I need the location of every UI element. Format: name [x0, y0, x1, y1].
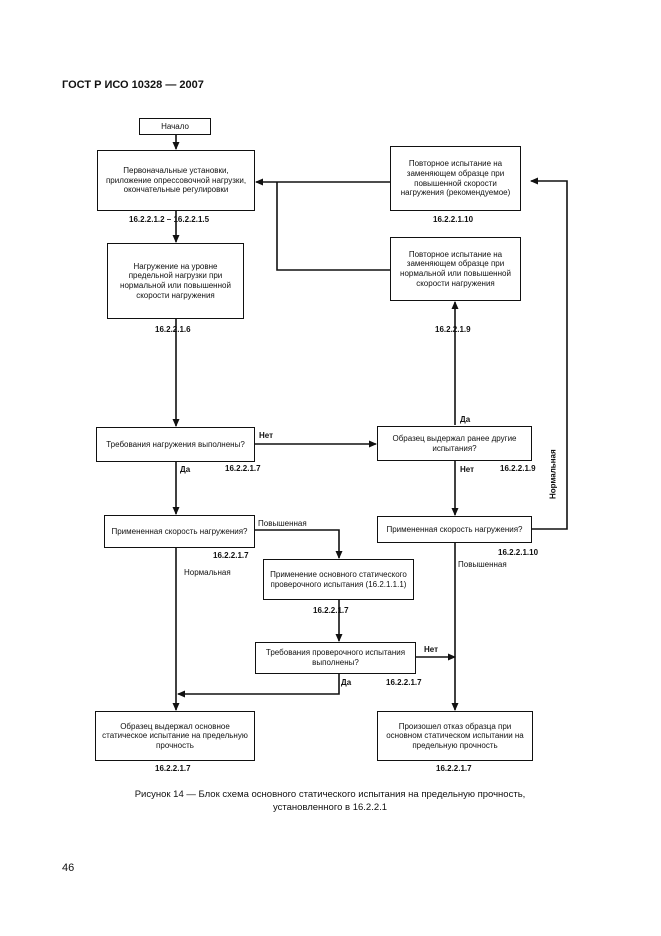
- box-start: Начало: [139, 118, 211, 135]
- edge-label-yes: Да: [341, 678, 352, 687]
- ref-label: 16.2.2.1.10: [498, 548, 539, 557]
- edge-label-raised: Повышенная: [258, 519, 307, 528]
- caption-line-2: установленного в 16.2.2.1: [272, 801, 388, 813]
- box-repeat-high-rate: Повторное испытание на заменяющем образц…: [390, 146, 521, 211]
- edge-repeat-normal-back: [276, 182, 390, 271]
- ref-label: 16.2.2.1.7: [213, 551, 249, 560]
- caption-line-1: Рисунок 14 — Блок схема основного статич…: [134, 789, 526, 800]
- ref-label: 16.2.2.1.10: [433, 215, 474, 224]
- edge-label-no: Нет: [259, 431, 274, 440]
- ref-label: 16.2.2.1.9: [435, 325, 471, 334]
- box-passed: Образец выдержал основное статическое ис…: [95, 711, 255, 761]
- box-rate-right: Примененная скорость нагружения?: [377, 516, 532, 543]
- ref-label: 16.2.2.1.7: [313, 606, 349, 615]
- box-load-requirements: Требования нагружения выполнены?: [96, 427, 255, 462]
- box-failed-earlier: Образец выдержал ранее другие испытания?: [377, 426, 532, 461]
- ref-label: 16.2.2.1.2 – 16.2.2.1.5: [129, 215, 210, 224]
- edge-label-yes: Да: [180, 465, 191, 474]
- box-rate-left: Примененная скорость нагружения?: [104, 515, 255, 548]
- page-number: 46: [62, 862, 75, 874]
- edge-label-raised: Повышенная: [458, 560, 507, 569]
- ref-label: 16.2.2.1.9: [500, 464, 536, 473]
- edge-proof-yes: [177, 674, 340, 698]
- figure-caption: Рисунок 14 — Блок схема основного статич…: [90, 789, 570, 815]
- edge-label-normal: Нормальная: [184, 568, 231, 577]
- box-repeat-normal-rate: Повторное испытание на заменяющем образц…: [390, 237, 521, 301]
- box-failed: Произошел отказ образца при основном ста…: [377, 711, 533, 761]
- box-initial-setup: Первоначальные установки, приложение опр…: [97, 150, 255, 211]
- edge-normal-loop: [530, 177, 568, 530]
- ref-label: 16.2.2.1.7: [436, 764, 472, 773]
- document-header: ГОСТ Р ИСО 10328 — 2007: [62, 79, 204, 91]
- box-proof-requirements: Требования проверочного испытания выполн…: [255, 642, 416, 674]
- edge-raised-to-static: [255, 529, 343, 559]
- ref-label: 16.2.2.1.7: [155, 764, 191, 773]
- edge-label-yes: Да: [460, 415, 471, 424]
- ref-label: 16.2.2.1.6: [155, 325, 191, 334]
- edge-label-normal-vertical: Нормальная: [548, 449, 558, 499]
- ref-label: 16.2.2.1.7: [225, 464, 261, 473]
- edge-label-no: Нет: [424, 645, 439, 654]
- ref-label: 16.2.2.1.7: [386, 678, 422, 687]
- box-main-static-test: Применение основного статического провер…: [263, 559, 414, 600]
- edge-label-no: Нет: [460, 465, 475, 474]
- box-load-limit: Нагружение на уровне предельной нагрузки…: [107, 243, 244, 319]
